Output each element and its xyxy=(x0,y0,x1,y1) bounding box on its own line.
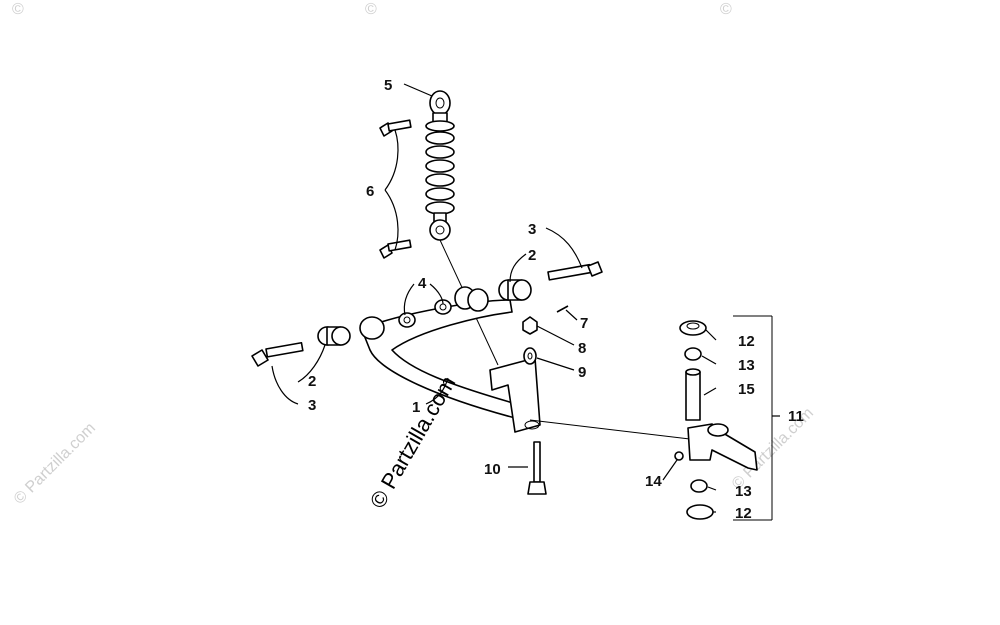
spindle-assembly xyxy=(674,315,773,521)
callout-2-left: 2 xyxy=(308,373,316,390)
callout-3-left: 3 xyxy=(308,397,316,414)
callout-5: 5 xyxy=(384,77,392,94)
watermark-symbol-2: © xyxy=(365,1,377,18)
callout-1: 1 xyxy=(412,399,420,416)
callout-3-right: 3 xyxy=(528,221,536,238)
castle-nut xyxy=(522,316,538,335)
callout-14: 14 xyxy=(645,473,662,490)
watermark-left: © Partzilla.com xyxy=(11,420,99,508)
callout-13-top: 13 xyxy=(738,357,755,374)
partzilla-watermark: © Partzilla.com xyxy=(365,372,461,513)
callout-13-bottom: 13 xyxy=(735,483,752,500)
cotter-pin xyxy=(556,305,569,313)
callout-10: 10 xyxy=(484,461,501,478)
callout-2-right: 2 xyxy=(528,247,536,264)
bushing-right xyxy=(498,279,532,301)
callout-12-top: 12 xyxy=(738,333,755,350)
callout-4: 4 xyxy=(418,275,427,292)
watermark-symbol-3: © xyxy=(720,1,732,18)
leader-lines xyxy=(271,83,780,513)
arm-bolt-right xyxy=(547,261,603,281)
nut-right xyxy=(434,299,452,315)
callout-numbers: 5 6 4 3 2 7 8 9 2 3 1 10 12 13 15 11 14 … xyxy=(308,77,804,522)
washer xyxy=(523,347,537,365)
nut-left xyxy=(398,312,416,328)
callout-9: 9 xyxy=(578,364,586,381)
shock-bolt-top xyxy=(379,119,412,137)
bushing-left xyxy=(317,326,351,346)
callout-12-bottom: 12 xyxy=(735,505,752,522)
callout-7: 7 xyxy=(580,315,588,332)
shock-absorber xyxy=(425,90,499,366)
a-arm xyxy=(359,286,716,443)
callout-8: 8 xyxy=(578,340,586,357)
shock-bolt-bottom xyxy=(379,239,412,259)
callout-11: 11 xyxy=(788,408,804,425)
arm-bolt-left xyxy=(251,341,304,367)
callout-6: 6 xyxy=(366,183,374,200)
watermark-symbol-1: © xyxy=(12,1,24,18)
long-bolt xyxy=(527,441,547,495)
callout-15: 15 xyxy=(738,381,755,398)
